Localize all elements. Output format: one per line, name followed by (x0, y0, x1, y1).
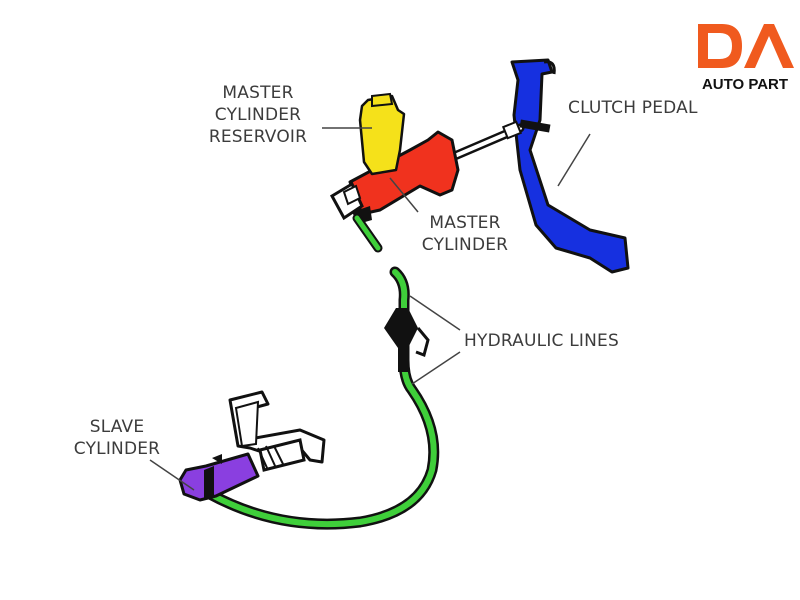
pedal-hook-icon (543, 60, 556, 75)
clutch-pedal (510, 58, 630, 274)
line-connector (384, 308, 418, 372)
master-cylinder-body (348, 130, 460, 216)
label-line: RESERVOIR (208, 127, 308, 147)
label-line: MASTER (429, 213, 501, 233)
label-line: MASTER (222, 83, 294, 103)
label-clutch-pedal: CLUTCH PEDAL (568, 98, 698, 118)
logo-mark-icon (698, 24, 794, 68)
slave-cylinder-body (178, 452, 260, 502)
label-reservoir: MASTER CYLINDER RESERVOIR (198, 82, 318, 148)
label-slave-cylinder: SLAVE CYLINDER (62, 416, 172, 460)
clutch-pedal-arm (510, 58, 630, 274)
leader-hydraulic-lower (411, 351, 461, 385)
label-line: SLAVE (89, 417, 145, 437)
master-cylinder (329, 130, 460, 224)
label-hydraulic-lines: HYDRAULIC LINES (464, 331, 619, 351)
reservoir-body (358, 94, 406, 176)
leader-lines (149, 127, 591, 491)
label-line: CYLINDER (214, 105, 302, 125)
leader-hydraulic-upper (409, 295, 461, 331)
leader-master-cylinder (389, 177, 419, 213)
label-line: CYLINDER (73, 439, 161, 459)
master-cylinder-reservoir (358, 92, 406, 176)
leader-slave-cylinder (149, 459, 195, 491)
leader-clutch-pedal (557, 133, 591, 187)
hydraulic-lines (204, 213, 440, 530)
label-master-cylinder: MASTER CYLINDER (410, 212, 520, 256)
slave-cylinder (178, 390, 326, 502)
label-line: CYLINDER (421, 235, 509, 255)
logo-text: AUTO PART (701, 76, 789, 93)
push-rod (445, 119, 551, 163)
